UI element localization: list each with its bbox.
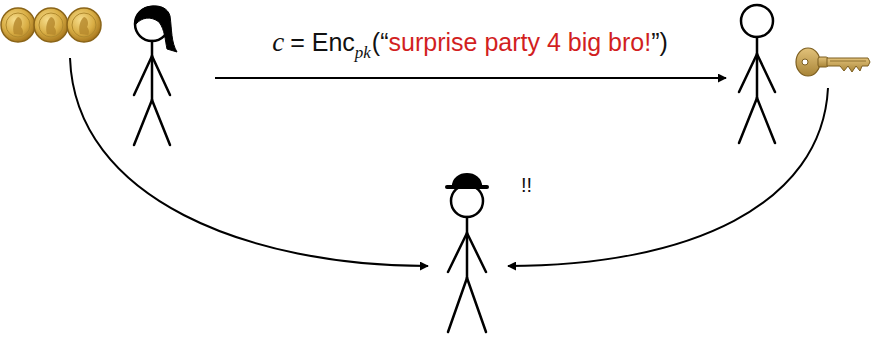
formula-text: (“ (372, 28, 389, 56)
leak-arrow (70, 58, 428, 266)
key (796, 48, 870, 76)
coins (1, 8, 101, 42)
formula-text: ”) (651, 28, 668, 56)
plaintext-message: surprise party 4 big bro! (389, 28, 652, 56)
exclamation: !! (521, 174, 532, 197)
subscript: pk (355, 43, 371, 62)
receiver-figure (739, 5, 775, 143)
coin (34, 8, 68, 42)
formula-text: = Enc (290, 28, 355, 56)
leak-arrow (508, 88, 828, 266)
eavesdropper-figure (447, 174, 487, 332)
sender-figure (134, 6, 177, 145)
coin (67, 8, 101, 42)
message-arrow (215, 77, 726, 79)
ciphertext-variable: c (272, 27, 284, 57)
coin (1, 8, 35, 42)
arrow-label: c= Encpk(“surprise party 4 big bro!”) (272, 27, 668, 58)
